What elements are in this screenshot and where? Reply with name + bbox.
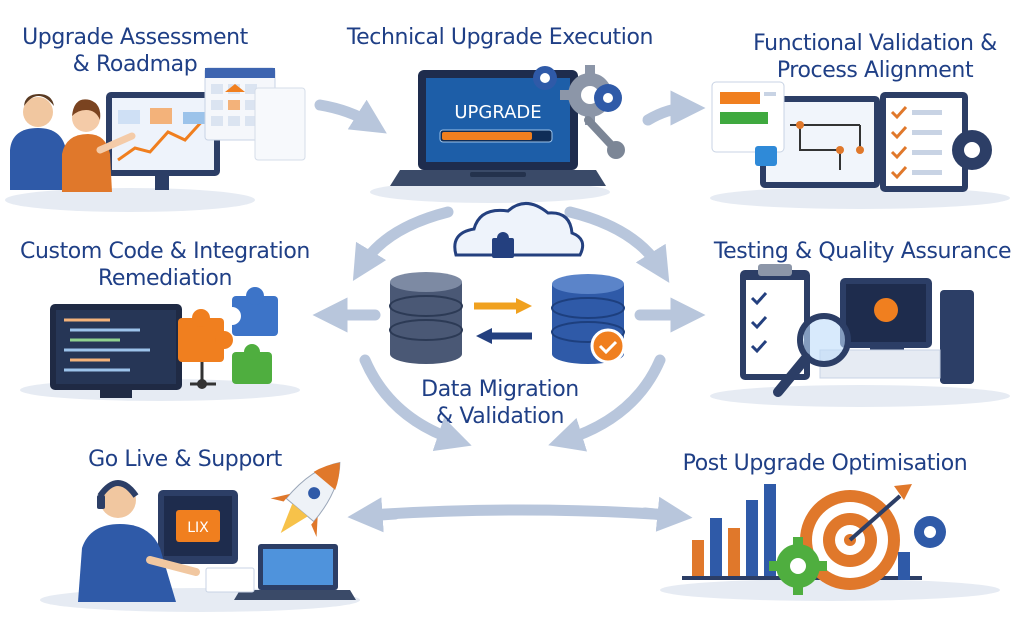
- person-1-body: [10, 128, 70, 190]
- arrow-golive-head: [347, 497, 401, 533]
- validation-title-line2: Process Alignment: [776, 58, 974, 83]
- testing-bug-icon: [874, 298, 898, 322]
- support-agent-head: [100, 482, 136, 518]
- validation-title: Functional Validation & Process Alignmen…: [735, 30, 1015, 84]
- arrow-cycle-bottom-right: [548, 354, 666, 452]
- execution-gear-small: [533, 66, 557, 90]
- execution-title-line1: Technical Upgrade Execution: [346, 25, 654, 50]
- testing-tower: [940, 290, 974, 384]
- rocket-icon: [270, 461, 341, 537]
- target-arrow: [848, 494, 902, 542]
- center-title: Data Migration & Validation: [380, 376, 620, 430]
- arrow-execution-to-validation: [642, 90, 706, 126]
- arrow-cycle-top-right: [564, 206, 670, 283]
- chart-bar-4: [746, 500, 758, 576]
- assessment-chart-line: [117, 116, 207, 162]
- validation-checkmarks: [890, 105, 908, 180]
- optimisation-illustration: [682, 484, 946, 595]
- arrow-assessment-to-execution: [314, 99, 387, 134]
- person-2-body: [62, 134, 112, 192]
- assessment-title: Upgrade Assessment & Roadmap: [20, 24, 250, 78]
- optimisation-title-line1: Post Upgrade Optimisation: [682, 451, 968, 476]
- chart-bar-2: [710, 518, 722, 576]
- execution-screen-label: UPGRADE: [454, 102, 541, 123]
- execution-title: Technical Upgrade Execution: [340, 24, 660, 51]
- execution-gear-blue: [594, 84, 622, 112]
- testing-illustration: [740, 264, 974, 397]
- remediation-title-line1: Custom Code & Integration: [20, 239, 310, 264]
- puzzle-piece-blue: [223, 287, 278, 336]
- optimisation-title: Post Upgrade Optimisation: [670, 450, 980, 477]
- validation-illustration: [711, 81, 992, 192]
- cloud-puzzle-icon: [492, 238, 514, 258]
- source-database-icon: [389, 272, 463, 364]
- arrow-golive-optimisation: [364, 504, 676, 521]
- testing-checkmarks: [750, 291, 768, 354]
- arrow-cycle-bottom-left: [359, 354, 472, 452]
- magnifier-icon: [797, 313, 851, 367]
- testing-title-line1: Testing & Quality Assurance: [713, 239, 1012, 264]
- optimisation-gear-green: [769, 537, 827, 595]
- chart-bar-3: [728, 528, 740, 576]
- upgrade-progress-fill: [442, 132, 532, 140]
- support-agent-body: [78, 524, 176, 602]
- migration-illustration: [389, 202, 626, 364]
- golive-title: Go Live & Support: [70, 446, 300, 473]
- cloud-icon: [453, 202, 585, 257]
- validation-title-line1: Functional Validation &: [753, 31, 997, 56]
- testing-title: Testing & Quality Assurance: [705, 238, 1020, 265]
- remediation-illustration: [50, 287, 278, 398]
- person-1-head: [23, 97, 53, 127]
- remediation-title-line2: Remediation: [97, 266, 233, 291]
- flow-arrows: [312, 90, 706, 533]
- validation-gear: [952, 130, 992, 170]
- golive-illustration: LIX: [78, 461, 356, 602]
- center-title-line1: Data Migration: [421, 377, 579, 402]
- golive-title-line1: Go Live & Support: [88, 447, 282, 472]
- puzzle-piece-orange: [178, 309, 233, 362]
- assessment-title-line2: & Roadmap: [72, 52, 198, 77]
- execution-illustration: UPGRADE: [390, 65, 625, 186]
- assessment-illustration: [10, 67, 306, 192]
- code-lines: [64, 318, 150, 372]
- puzzle-piece-green: [232, 344, 272, 384]
- remediation-title: Custom Code & Integration Remediation: [10, 238, 320, 292]
- migration-check-icon: [590, 328, 626, 364]
- chart-bar-5: [764, 484, 776, 576]
- arrow-cycle-top-left: [352, 206, 454, 282]
- assessment-title-line1: Upgrade Assessment: [22, 25, 248, 50]
- golive-screen-label: LIX: [187, 520, 209, 536]
- execution-laptop-base: [390, 170, 606, 186]
- arrow-optimisation-head: [639, 496, 693, 532]
- optimisation-gear-blue: [914, 516, 946, 548]
- chart-bar-1: [692, 540, 704, 576]
